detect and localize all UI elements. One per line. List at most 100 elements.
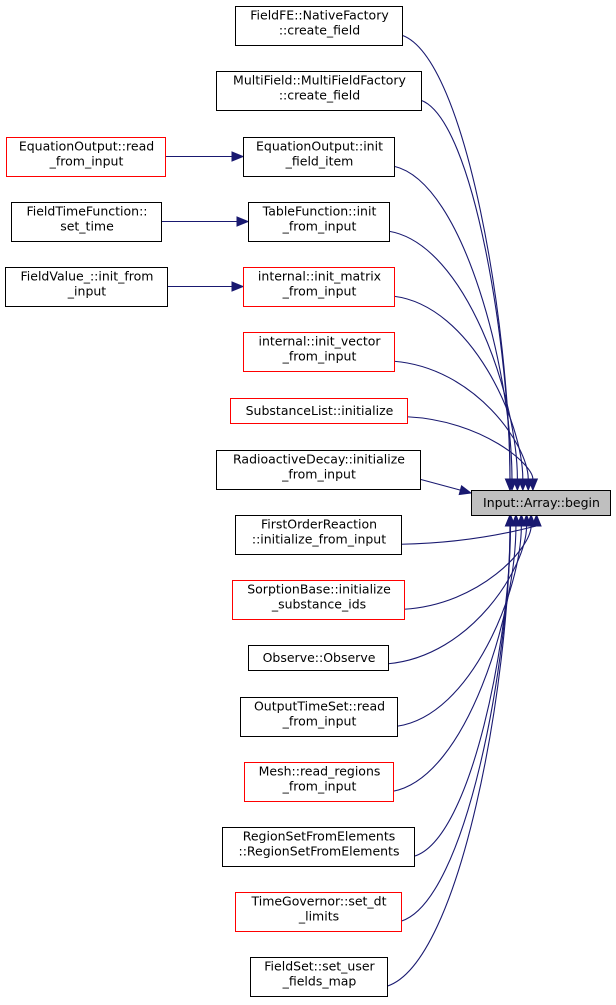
node-label: Input::Array::begin	[483, 495, 600, 510]
edge-line	[392, 525, 517, 792]
call-edge	[165, 151, 245, 162]
node-label: _from_input	[282, 714, 357, 729]
node-label: TableFunction::init	[262, 204, 377, 219]
node-box	[244, 762, 394, 802]
node-box	[240, 697, 398, 737]
graph-node-n4a[interactable]: FieldTimeFunction::set_time	[11, 202, 162, 242]
node-label: EquationOutput::init	[256, 139, 383, 154]
node-label: internal::init_matrix	[258, 269, 381, 284]
node-box	[216, 71, 422, 111]
node-label: SubstanceList::initialize	[246, 403, 394, 418]
edge-line	[413, 525, 512, 857]
graph-node-n4[interactable]: TableFunction::init_from_input	[248, 202, 390, 242]
call-edge	[161, 216, 250, 227]
node-label: FieldFE::NativeFactory	[250, 8, 389, 23]
node-label: TimeGovernor::set_dt	[250, 894, 386, 909]
nodes: FieldFE::NativeFactory::create_fieldMult…	[5, 6, 611, 997]
node-box	[235, 892, 402, 932]
node-label: _from_input	[49, 154, 124, 169]
graph-node-n15[interactable]: TimeGovernor::set_dt_limits	[235, 892, 402, 932]
graph-node-n3[interactable]: EquationOutput::init_field_item	[243, 137, 395, 177]
node-label: OutputTimeSet::read	[254, 699, 385, 714]
node-label: FieldValue_::init_from	[21, 269, 154, 284]
node-box	[232, 580, 405, 620]
edge-line	[388, 230, 518, 480]
graph-node-n5[interactable]: internal::init_matrix_from_input	[243, 267, 395, 307]
call-edge	[396, 513, 527, 727]
edge-line	[400, 525, 511, 922]
node-box	[248, 645, 389, 671]
node-box	[235, 515, 402, 555]
edge-line	[386, 525, 511, 987]
graph-node-n5a[interactable]: FieldValue_::init_from_input	[5, 267, 168, 307]
node-box	[243, 137, 395, 177]
node-label: ::initialize_from_input	[252, 532, 386, 547]
graph-node-n11[interactable]: Observe::Observe	[248, 645, 389, 671]
call-edge	[400, 513, 516, 922]
node-label: EquationOutput::read	[19, 139, 154, 154]
graph-node-n1[interactable]: FieldFE::NativeFactory::create_field	[235, 6, 403, 46]
node-label: _substance_ids	[271, 597, 366, 612]
node-label: RegionSetFromElements	[243, 829, 396, 844]
node-label: _from_input	[282, 349, 357, 364]
edge-line	[419, 478, 461, 491]
edges	[161, 34, 542, 987]
graph-node-n8[interactable]: RadioactiveDecay::initialize_from_input	[216, 450, 421, 490]
call-edge	[413, 513, 516, 857]
graph-node-n6[interactable]: internal::init_vector_from_input	[243, 332, 395, 372]
node-label: _from_input	[282, 219, 357, 234]
root-node[interactable]: Input::Array::begin	[471, 490, 611, 516]
graph-node-n10[interactable]: SorptionBase::initialize_substance_ids	[232, 580, 405, 620]
node-label: internal::init_vector	[258, 334, 381, 349]
node-box	[216, 450, 421, 490]
graph-node-n7[interactable]: SubstanceList::initialize	[230, 398, 408, 424]
arrowhead	[236, 216, 250, 227]
node-label: _field_item	[285, 154, 354, 169]
node-label: set_time	[60, 219, 114, 234]
edge-line	[396, 525, 522, 727]
graph-node-n13[interactable]: Mesh::read_regions_from_input	[244, 762, 394, 802]
arrowhead	[504, 513, 516, 527]
edge-line	[393, 295, 524, 480]
graph-node-n3a[interactable]: EquationOutput::read_from_input	[6, 137, 166, 177]
call-edge	[419, 478, 473, 496]
node-label: _from_input	[282, 779, 357, 794]
node-label: _from_input	[282, 284, 357, 299]
graph-node-n16[interactable]: FieldSet::set_user_fields_map	[250, 957, 388, 997]
edge-line	[393, 165, 513, 480]
edge-line	[420, 99, 511, 480]
arrowhead	[231, 151, 245, 162]
graph-node-n12[interactable]: OutputTimeSet::read_from_input	[240, 697, 398, 737]
node-label: _input	[67, 284, 107, 299]
node-label: RadioactiveDecay::initialize	[233, 452, 405, 467]
node-label: FieldTimeFunction::	[26, 204, 147, 219]
graph-node-n14[interactable]: RegionSetFromElements::RegionSetFromElem…	[222, 827, 415, 867]
graph-node-n2[interactable]: MultiField::MultiFieldFactory::create_fi…	[216, 71, 422, 111]
node-box	[222, 827, 415, 867]
node-label: _limits	[298, 909, 339, 924]
node-box	[471, 490, 611, 516]
call-edge	[167, 281, 245, 292]
node-box	[6, 137, 166, 177]
node-label: Observe::Observe	[263, 650, 376, 665]
edge-line	[393, 360, 529, 480]
node-label: Mesh::read_regions	[259, 764, 381, 779]
node-label: ::RegionSetFromElements	[239, 844, 400, 859]
node-label: SorptionBase::initialize	[247, 582, 391, 597]
graph-node-n9[interactable]: FirstOrderReaction::initialize_from_inpu…	[235, 515, 402, 555]
arrowhead	[458, 484, 473, 496]
call-edge	[406, 416, 539, 492]
arrowhead	[231, 281, 245, 292]
edge-line	[403, 525, 532, 610]
call-edge	[386, 513, 516, 987]
node-box	[230, 398, 408, 424]
node-label: _fields_map	[282, 974, 357, 989]
node-box	[5, 267, 168, 307]
call-edge	[392, 513, 522, 792]
arrowhead	[527, 478, 539, 492]
node-label: _from_input	[281, 467, 356, 482]
edge-line	[387, 525, 528, 665]
node-label: ::create_field	[279, 88, 360, 103]
node-box	[248, 202, 390, 242]
